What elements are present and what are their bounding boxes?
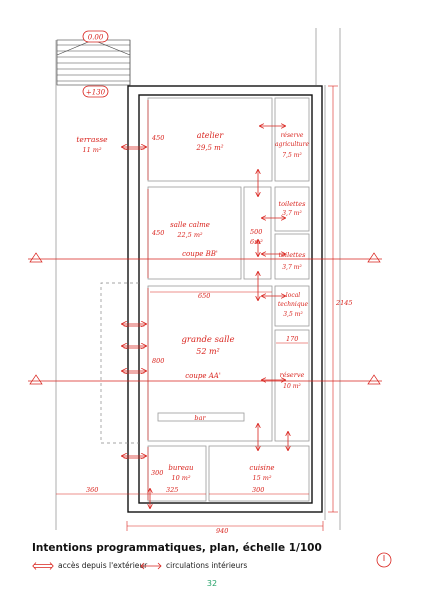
svg-text:technique: technique bbox=[278, 301, 309, 308]
terrace-outline bbox=[100, 282, 139, 444]
svg-text:bureau: bureau bbox=[168, 464, 194, 472]
legend-outside-access: accès depuis l'extérieur bbox=[32, 561, 147, 570]
legend-inside-circulation-label: circulations intérieurs bbox=[166, 561, 248, 570]
svg-text:toilettes: toilettes bbox=[279, 251, 307, 259]
room-toilettes-1: toilettes 3,7 m² bbox=[279, 200, 307, 217]
interior-circulation-arrows bbox=[150, 126, 288, 508]
room-reserve-agriculture: réserve agriculture 7,5 m² bbox=[275, 132, 309, 159]
svg-text:cuisine: cuisine bbox=[249, 464, 274, 472]
svg-text:22,5 m²: 22,5 m² bbox=[176, 231, 203, 239]
svg-text:+130: +130 bbox=[86, 89, 106, 97]
svg-text:atelier: atelier bbox=[197, 131, 225, 140]
svg-text:toilettes: toilettes bbox=[279, 200, 307, 208]
context-lines bbox=[55, 28, 341, 530]
svg-text:0.00: 0.00 bbox=[88, 34, 104, 42]
room-terrasse: terrasse 11 m² bbox=[76, 135, 108, 154]
room-local-technique: local technique 3,5 m² bbox=[278, 292, 309, 318]
svg-text:15 m²: 15 m² bbox=[252, 474, 272, 482]
svg-text:agriculture: agriculture bbox=[275, 141, 309, 148]
room-bureau: bureau 10 m² bbox=[168, 464, 194, 482]
svg-text:360: 360 bbox=[86, 486, 98, 494]
svg-text:800: 800 bbox=[152, 357, 164, 365]
svg-text:300: 300 bbox=[252, 486, 264, 494]
svg-text:450: 450 bbox=[151, 134, 164, 142]
svg-text:325: 325 bbox=[166, 486, 178, 494]
legend-outside-access-label: accès depuis l'extérieur bbox=[58, 561, 148, 570]
svg-text:52 m²: 52 m² bbox=[196, 347, 220, 356]
svg-text:300: 300 bbox=[151, 469, 163, 477]
section-label-aa: coupe AA' bbox=[185, 372, 221, 380]
room-grande-salle: grande salle 52 m² bbox=[181, 335, 234, 356]
svg-text:7,5 m²: 7,5 m² bbox=[282, 152, 302, 159]
level-marker-top: 0.00 bbox=[82, 30, 109, 43]
svg-text:réserve: réserve bbox=[281, 132, 304, 139]
dimension-lines bbox=[56, 85, 338, 531]
svg-text:29,5 m²: 29,5 m² bbox=[195, 144, 223, 152]
svg-text:500: 500 bbox=[250, 228, 262, 236]
north-arrow-icon bbox=[376, 552, 392, 568]
room-salle-calme: salle calme 22,5 m² bbox=[170, 221, 210, 239]
svg-text:3,7 m²: 3,7 m² bbox=[282, 264, 302, 271]
staircase bbox=[56, 39, 131, 86]
room-bar-label: bar bbox=[194, 414, 206, 422]
room-toilettes-2: toilettes 3,7 m² bbox=[279, 251, 307, 271]
section-lines bbox=[28, 252, 382, 385]
svg-text:170: 170 bbox=[286, 335, 298, 343]
room-reserve: réserve 10 m² bbox=[280, 371, 305, 390]
building-walls bbox=[127, 85, 323, 513]
svg-text:réserve: réserve bbox=[280, 371, 305, 379]
svg-text:940: 940 bbox=[216, 527, 228, 535]
double-arrow-icon bbox=[32, 561, 54, 570]
exterior-access-arrows bbox=[122, 147, 146, 458]
arrow-icon bbox=[140, 562, 162, 569]
svg-text:terrasse: terrasse bbox=[76, 135, 108, 144]
svg-text:3,5 m²: 3,5 m² bbox=[283, 311, 303, 318]
section-label-bb: coupe BB' bbox=[182, 250, 218, 258]
svg-text:450: 450 bbox=[151, 229, 164, 237]
level-marker-bottom: +130 bbox=[82, 85, 109, 98]
svg-text:2145: 2145 bbox=[335, 299, 353, 307]
dimension-labels: 450 450 500 6m² 650 170 800 300 325 360 … bbox=[86, 134, 353, 535]
room-cuisine: cuisine 15 m² bbox=[249, 464, 274, 482]
legend-inside-circulation: circulations intérieurs bbox=[140, 561, 247, 570]
svg-text:grande salle: grande salle bbox=[181, 335, 234, 345]
svg-text:11 m²: 11 m² bbox=[82, 146, 102, 154]
figure-caption: Intentions programmatiques, plan, échell… bbox=[32, 542, 322, 554]
svg-text:10 m²: 10 m² bbox=[171, 474, 191, 482]
svg-text:650: 650 bbox=[198, 292, 210, 300]
page-number: 32 bbox=[206, 579, 218, 588]
svg-text:salle calme: salle calme bbox=[170, 221, 210, 229]
svg-text:10 m²: 10 m² bbox=[283, 383, 301, 390]
svg-text:6m²: 6m² bbox=[250, 238, 263, 246]
floor-plan: 0.00 +130 bbox=[28, 28, 382, 535]
svg-text:3,7 m²: 3,7 m² bbox=[282, 210, 302, 217]
svg-text:local: local bbox=[286, 292, 300, 299]
room-atelier: atelier 29,5 m² bbox=[195, 131, 224, 152]
